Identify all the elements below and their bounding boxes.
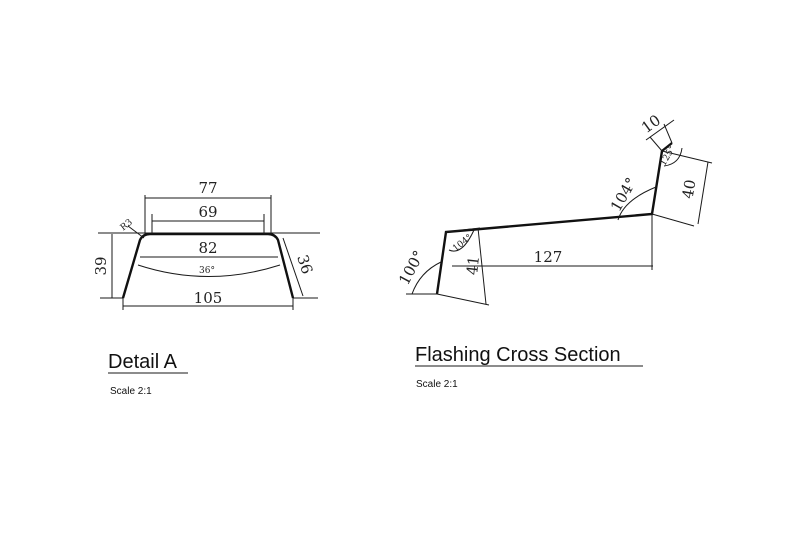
dim-41-ext-bottom <box>436 293 490 306</box>
dim-36deg: 36° <box>199 266 215 276</box>
flashing-scale: Scale 2:1 <box>416 379 458 390</box>
dim-r3: R3 <box>119 217 135 233</box>
dim-127: 127 <box>534 248 563 266</box>
dim-40-ext-bottom <box>651 213 695 227</box>
flashing-drawing: 100° 104° 41 127 104° 40 125° 10 <box>395 111 713 306</box>
dim-10-ext-right <box>663 123 673 144</box>
detail-a-scale: Scale 2:1 <box>110 386 152 397</box>
dim-77: 77 <box>198 179 217 197</box>
dim-40-line <box>697 161 709 225</box>
dim-100deg-arc <box>411 261 442 295</box>
dim-40-ext-top <box>661 150 713 164</box>
dim-41: 41 <box>463 255 483 276</box>
dim-41-ext-top <box>445 227 481 233</box>
detail-a-title: Detail A <box>108 351 178 373</box>
flashing-title: Flashing Cross Section <box>415 344 621 366</box>
dim-10: 10 <box>638 111 664 137</box>
dim-10-ext-left <box>649 136 663 152</box>
dim-105: 105 <box>194 289 223 307</box>
detail-a-profile <box>121 232 295 299</box>
dim-10-line <box>645 119 675 141</box>
dim-104deg-small-arc <box>448 229 475 252</box>
dim-36deg-arc <box>137 264 281 277</box>
dim-125deg: 125° <box>659 144 679 168</box>
dim-100deg: 100° <box>395 247 428 287</box>
dim-39: 39 <box>92 256 110 275</box>
detail-a-drawing: 77 69 82 36° 105 39 36 R3 <box>92 179 320 310</box>
dim-69: 69 <box>198 203 217 221</box>
dim-40: 40 <box>679 178 700 200</box>
dim-36-line <box>282 237 304 297</box>
dim-r3-leader <box>127 225 145 239</box>
dim-104deg-arc <box>617 186 657 221</box>
dim-125deg-arc <box>663 147 683 167</box>
dim-82: 82 <box>198 239 217 257</box>
dim-36: 36 <box>293 253 316 277</box>
dim-104deg: 104° <box>607 174 641 214</box>
